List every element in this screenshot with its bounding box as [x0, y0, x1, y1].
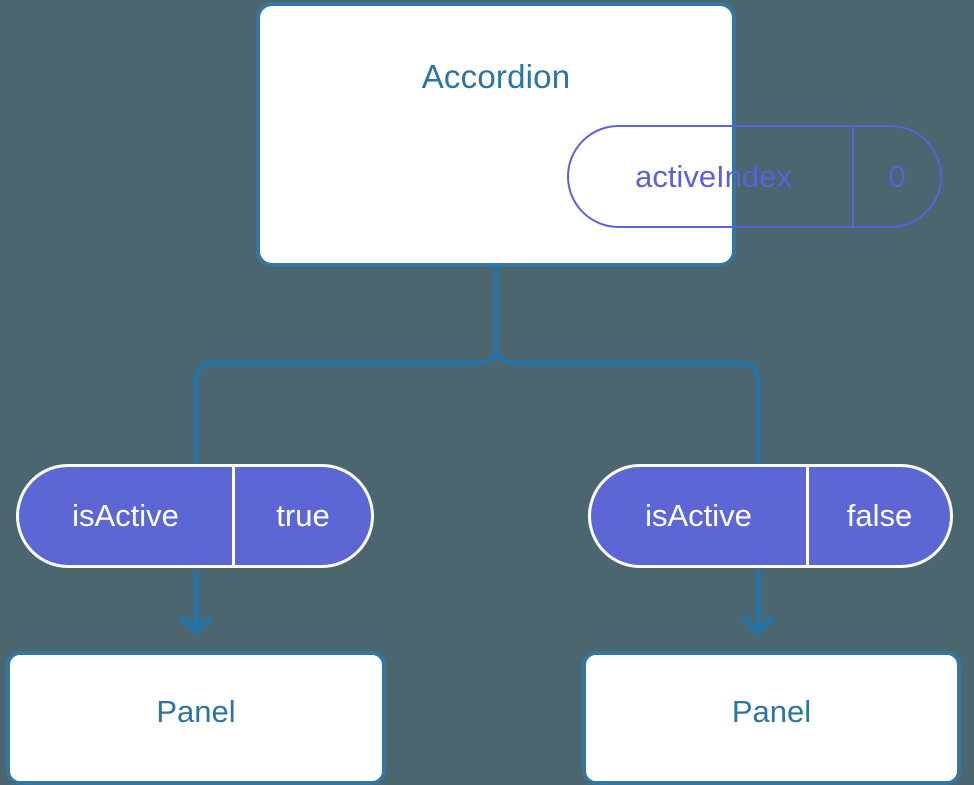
- prop-pill-is-active-true[interactable]: isActive true: [16, 464, 374, 568]
- prop-pill-is-active-false-key: isActive: [645, 498, 752, 533]
- state-pill-active-index-key: activeIndex: [635, 158, 792, 194]
- panel-component-card-right[interactable]: Panel: [582, 651, 961, 785]
- panel-component-card-left[interactable]: Panel: [6, 651, 386, 785]
- accordion-component-card[interactable]: Accordion activeIndex 0: [256, 2, 942, 267]
- arrow-down-left-icon: [179, 615, 213, 635]
- panel-title-left: Panel: [156, 694, 236, 729]
- prop-pill-is-active-false[interactable]: isActive false: [588, 464, 953, 568]
- prop-pill-is-active-false-value: false: [806, 467, 950, 565]
- prop-pill-is-active-true-key: isActive: [72, 498, 179, 533]
- arrow-down-right-icon: [741, 615, 775, 635]
- panel-title-right: Panel: [731, 694, 812, 729]
- state-pill-active-index[interactable]: activeIndex 0: [567, 125, 942, 228]
- state-pill-active-index-value: 0: [852, 127, 940, 226]
- tree-split-connector-right-icon: [493, 263, 761, 464]
- tree-split-connector-icon: [193, 263, 499, 464]
- prop-pill-is-active-true-value: true: [232, 467, 371, 565]
- accordion-title: Accordion: [421, 58, 571, 95]
